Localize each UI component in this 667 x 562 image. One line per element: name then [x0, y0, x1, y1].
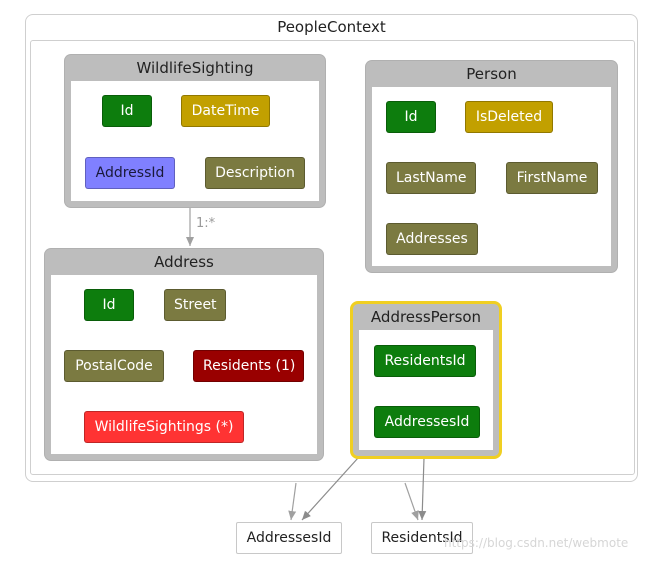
property-gold[interactable]: DateTime [181, 95, 270, 127]
edge-context-residentsid [404, 482, 419, 521]
property-key[interactable]: Id [386, 101, 436, 133]
property[interactable]: FirstName [506, 162, 598, 194]
entity-title: AddressPerson [370, 308, 482, 326]
entity-person[interactable]: Person Id IsDeleted LastName FirstName A… [366, 61, 617, 272]
navigation-property-collection[interactable]: WildlifeSightings (*) [84, 411, 244, 443]
property[interactable]: PostalCode [64, 350, 164, 382]
property-key[interactable]: Id [102, 95, 152, 127]
property-gold[interactable]: IsDeleted [465, 101, 553, 133]
property[interactable]: Description [205, 157, 305, 189]
entity-title: Person [466, 65, 517, 83]
property-foreign-key[interactable]: AddressId [85, 157, 175, 189]
navigation-property-single[interactable]: Residents (1) [193, 350, 304, 382]
property-key[interactable]: ResidentsId [374, 345, 476, 377]
watermark: https://blog.csdn.net/webmote [444, 536, 629, 550]
edge-context-addressesid [288, 482, 297, 521]
context-title: PeopleContext [277, 18, 386, 36]
entity-title: WildlifeSighting [136, 59, 254, 77]
property-key[interactable]: AddressesId [374, 406, 480, 438]
node-residentsid[interactable]: ResidentsId [371, 522, 473, 554]
entity-address[interactable]: Address Id Street PostalCode Residents (… [45, 249, 323, 460]
property[interactable]: LastName [386, 162, 476, 194]
edge-addressperson-addressesid [301, 457, 359, 521]
entity-title: Address [154, 253, 214, 271]
node-addressesid[interactable]: AddressesId [236, 522, 342, 554]
property[interactable]: Street [164, 289, 226, 321]
edge-label-multiplicity: 1:* [196, 216, 216, 231]
property-key[interactable]: Id [84, 289, 134, 321]
property[interactable]: Addresses [386, 223, 478, 255]
entity-addressperson[interactable]: AddressPerson ResidentsId AddressesId [350, 301, 502, 459]
entity-wildlifesighting[interactable]: WildlifeSighting Id DateTime AddressId D… [65, 55, 325, 207]
edge-addressperson-residentsid [418, 457, 427, 521]
